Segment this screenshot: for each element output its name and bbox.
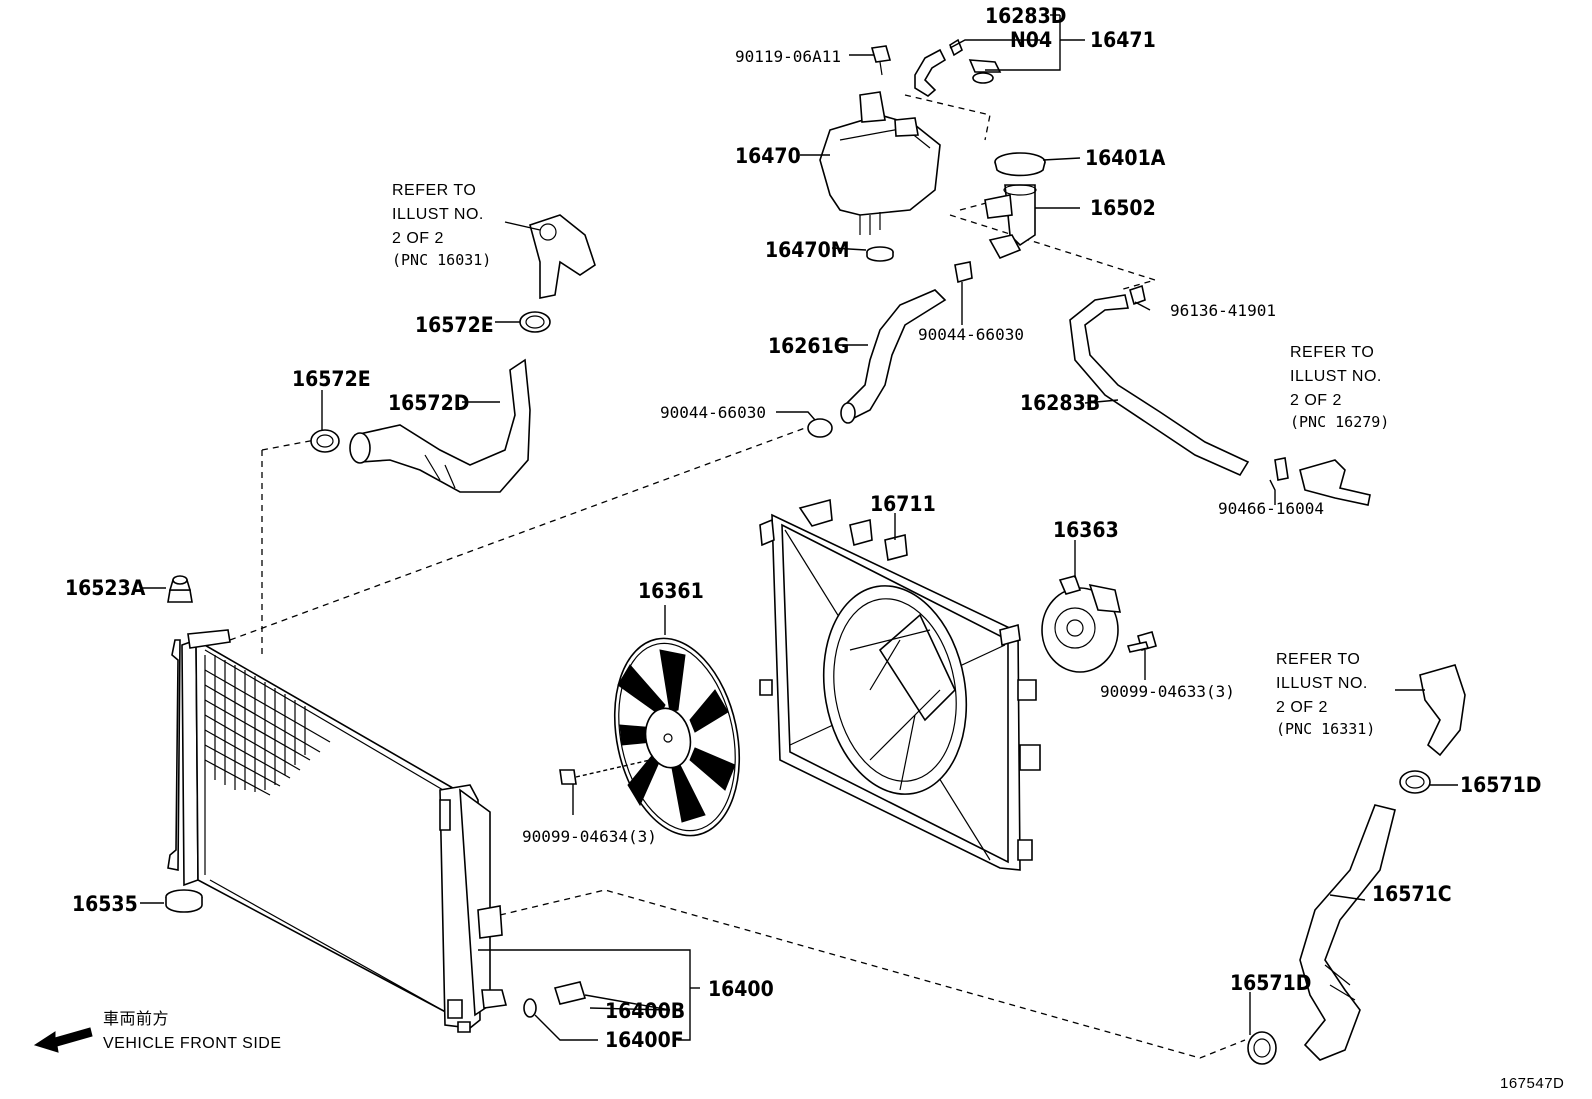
radiator-assembly[interactable] bbox=[167, 629, 508, 1033]
fan-bolt-90099-04634[interactable] bbox=[559, 759, 651, 785]
label-90119-06A11[interactable]: 90119-06A11 bbox=[735, 47, 841, 66]
clamp-90044-66030-lower[interactable] bbox=[807, 418, 833, 438]
front-arrow-icon bbox=[33, 1027, 93, 1053]
label-16571D-bottom[interactable]: 16571D bbox=[1230, 971, 1311, 995]
clip-96136-41901[interactable] bbox=[1129, 284, 1146, 306]
fan-shroud-16711[interactable] bbox=[759, 498, 1041, 871]
hose-clamp-16572E-left[interactable] bbox=[310, 429, 340, 453]
radiator-cap-16401A[interactable] bbox=[994, 152, 1046, 177]
label-90466-16004[interactable]: 90466-16004 bbox=[1218, 499, 1324, 518]
water-outlet-16502[interactable] bbox=[984, 184, 1037, 260]
clip-90466-16004[interactable] bbox=[1274, 457, 1289, 481]
label-16572E-top[interactable]: 16572E bbox=[415, 313, 494, 337]
label-16283B[interactable]: 16283B bbox=[1020, 391, 1100, 415]
tank-cap-assy-16471[interactable] bbox=[968, 59, 1002, 84]
hose-16261G[interactable] bbox=[840, 289, 947, 424]
label-90044-66030-upper[interactable]: 90044-66030 bbox=[918, 325, 1024, 344]
lower-hose-16571C[interactable] bbox=[1299, 804, 1396, 1061]
hose-clamp-16571D-bottom[interactable] bbox=[1247, 1031, 1277, 1065]
label-16283D[interactable]: 16283D bbox=[985, 4, 1066, 28]
drain-gasket-16400F[interactable] bbox=[523, 998, 537, 1018]
label-16470[interactable]: 16470 bbox=[735, 144, 801, 168]
fan-motor-16363[interactable] bbox=[1041, 575, 1122, 673]
hose-16283D[interactable] bbox=[914, 48, 947, 97]
leader-lines bbox=[140, 14, 1458, 1041]
label-16502[interactable]: 16502 bbox=[1090, 196, 1156, 220]
svg-text:(PNC 16031): (PNC 16031) bbox=[392, 251, 491, 269]
svg-text:(PNC 16279): (PNC 16279) bbox=[1290, 413, 1389, 431]
bolt-90119-06A11[interactable] bbox=[870, 45, 892, 76]
label-16361[interactable]: 16361 bbox=[638, 579, 704, 603]
water-inlet-fitting bbox=[529, 214, 596, 299]
water-inlet-16331 bbox=[1419, 664, 1466, 757]
svg-text:2 OF 2: 2 OF 2 bbox=[392, 230, 444, 247]
tank-cap-16470M[interactable] bbox=[866, 246, 894, 262]
vehicle-front-indicator: 車両前方 VEHICLE FRONT SIDE bbox=[33, 1010, 282, 1053]
label-N04[interactable]: N04 bbox=[1010, 28, 1052, 52]
svg-text:REFER TO: REFER TO bbox=[1276, 651, 1360, 668]
reserve-tank-16470[interactable] bbox=[819, 91, 941, 235]
label-16470M[interactable]: 16470M bbox=[765, 238, 850, 262]
label-16711[interactable]: 16711 bbox=[870, 492, 936, 516]
hose-clamp-16572E-top[interactable] bbox=[519, 311, 551, 333]
label-16400F[interactable]: 16400F bbox=[605, 1028, 684, 1052]
motor-bolt-90099-04633[interactable] bbox=[1126, 631, 1157, 653]
svg-text:ILLUST NO.: ILLUST NO. bbox=[1276, 675, 1368, 692]
label-16261G[interactable]: 16261G bbox=[768, 334, 849, 358]
label-16363[interactable]: 16363 bbox=[1053, 518, 1119, 542]
diagram-id: 167547D bbox=[1500, 1075, 1564, 1092]
refer-note-16031: REFER TO ILLUST NO. 2 OF 2 (PNC 16031) bbox=[392, 182, 491, 269]
refer-note-16331: REFER TO ILLUST NO. 2 OF 2 (PNC 16331) bbox=[1276, 651, 1375, 738]
svg-text:ILLUST NO.: ILLUST NO. bbox=[1290, 368, 1382, 385]
label-16400B[interactable]: 16400B bbox=[605, 999, 685, 1023]
hose-16283B[interactable] bbox=[1069, 294, 1250, 477]
label-96136-41901[interactable]: 96136-41901 bbox=[1170, 301, 1276, 320]
front-side-jp: 車両前方 bbox=[103, 1010, 169, 1028]
cooling-fan-16361[interactable] bbox=[598, 627, 757, 848]
label-90099-04634[interactable]: 90099-04634(3) bbox=[522, 827, 657, 846]
svg-text:REFER TO: REFER TO bbox=[1290, 344, 1374, 361]
label-16401A[interactable]: 16401A bbox=[1085, 146, 1166, 170]
label-16471[interactable]: 16471 bbox=[1090, 28, 1156, 52]
radiator-mount-cushion-16523A[interactable] bbox=[167, 575, 193, 603]
svg-text:(PNC 16331): (PNC 16331) bbox=[1276, 720, 1375, 738]
label-16571C[interactable]: 16571C bbox=[1372, 882, 1452, 906]
hose-clamp-16571D-top[interactable] bbox=[1399, 770, 1431, 794]
svg-text:2 OF 2: 2 OF 2 bbox=[1290, 392, 1342, 409]
label-16400[interactable]: 16400 bbox=[708, 977, 774, 1001]
refer-note-16279: REFER TO ILLUST NO. 2 OF 2 (PNC 16279) bbox=[1290, 344, 1389, 431]
drain-cock-16400B[interactable] bbox=[553, 981, 587, 1005]
label-16572D[interactable]: 16572D bbox=[388, 391, 469, 415]
svg-text:REFER TO: REFER TO bbox=[392, 182, 476, 199]
water-bypass-fitting bbox=[1299, 459, 1371, 506]
part-labels: 16283D N04 16471 90119-06A11 16470 16401… bbox=[65, 4, 1541, 1052]
label-16571D-top[interactable]: 16571D bbox=[1460, 773, 1541, 797]
label-16535[interactable]: 16535 bbox=[72, 892, 138, 916]
upper-hose-16572D[interactable] bbox=[349, 358, 531, 493]
radiator-lower-cushion-16535[interactable] bbox=[165, 889, 203, 913]
label-90044-66030-lower[interactable]: 90044-66030 bbox=[660, 403, 766, 422]
label-16572E-left[interactable]: 16572E bbox=[292, 367, 371, 391]
svg-text:2 OF 2: 2 OF 2 bbox=[1276, 699, 1328, 716]
front-side-en: VEHICLE FRONT SIDE bbox=[103, 1035, 282, 1052]
label-90099-04633[interactable]: 90099-04633(3) bbox=[1100, 682, 1235, 701]
label-16523A[interactable]: 16523A bbox=[65, 576, 146, 600]
clamp-90044-66030-upper[interactable] bbox=[954, 261, 973, 284]
svg-text:ILLUST NO.: ILLUST NO. bbox=[392, 206, 484, 223]
